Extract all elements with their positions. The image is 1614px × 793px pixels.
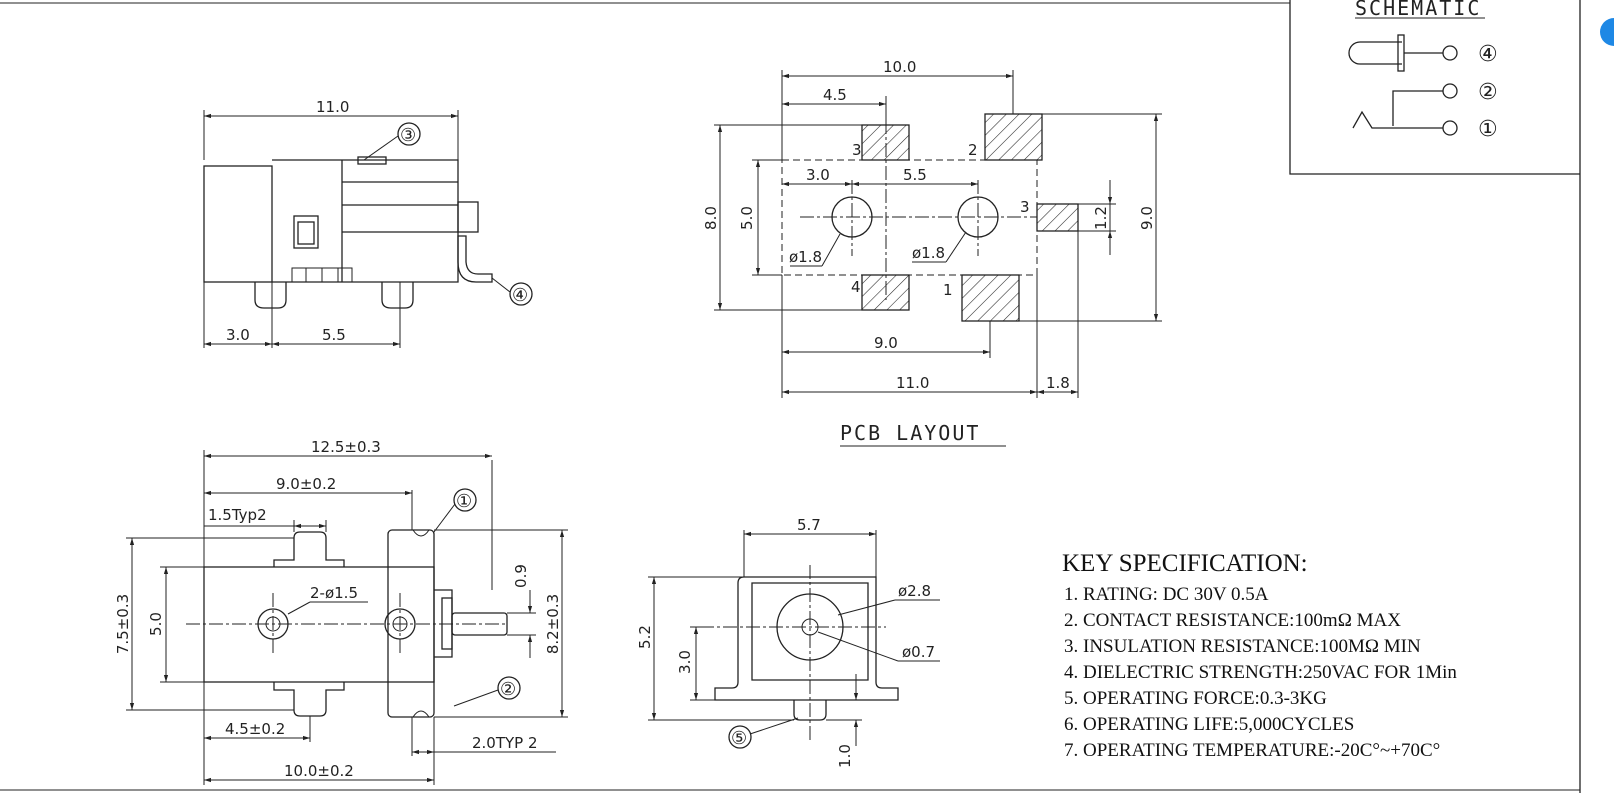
key-specification: KEY SPECIFICATION: 1. RATING: DC 30V 0.5…: [1062, 550, 1457, 761]
side-view-dim-diameter-2-8: ø2.8: [898, 582, 931, 600]
bottom-view-callout-2: ②: [500, 679, 516, 700]
edge-marker-icon: [1600, 18, 1614, 46]
schematic-pin-4-label: ④: [1478, 42, 1498, 67]
bottom-view-dim-2-0typ: 2.0TYP 2: [472, 734, 538, 752]
pcb-dim-1-8: 1.8: [1046, 374, 1070, 392]
pcb-dim-3-0: 3.0: [806, 166, 830, 184]
bottom-view-dim-1-5typ: 1.5Typ2: [208, 506, 267, 524]
bottom-view-dim-4-5: 4.5±0.2: [225, 720, 285, 738]
key-spec-item-7: 7. OPERATING TEMPERATURE:-20C°~+70C°: [1064, 740, 1440, 761]
bottom-view-hole-diameter: 2-ø1.5: [310, 584, 358, 602]
top-view-callout-3: ③: [400, 125, 416, 146]
side-view-dim-5-2: 5.2: [636, 625, 654, 649]
top-view-dim-width: 11.0: [316, 98, 349, 116]
pcb-dim-9-0-horizontal: 9.0: [874, 334, 898, 352]
top-view-dim-3-0: 3.0: [226, 326, 250, 344]
top-view-dim-5-5: 5.5: [322, 326, 346, 344]
key-spec-item-3: 3. INSULATION RESISTANCE:100MΩ MIN: [1064, 636, 1421, 657]
top-view: ③ ④ 11.0 3.0 5.5: [203, 98, 533, 348]
side-view: ⑤ 5.7 ø2.8 ø0.7 5.2 3.0 1.0: [636, 516, 940, 768]
pcb-hole-diameter-right: ø1.8: [912, 244, 945, 262]
pcb-dim-5-5: 5.5: [903, 166, 927, 184]
pcb-pad-number-3a: 3: [852, 141, 862, 159]
pcb-dim-5-0: 5.0: [738, 206, 756, 230]
key-spec-item-5: 5. OPERATING FORCE:0.3-3KG: [1064, 688, 1327, 709]
key-spec-title: KEY SPECIFICATION:: [1062, 550, 1308, 577]
pcb-dim-4-5: 4.5: [823, 86, 847, 104]
bottom-view: 2-ø1.5 12.5±0.3 9.0±0.2 1.5Typ2 ① ② 7.5±…: [114, 438, 568, 785]
pcb-dim-8-0: 8.0: [702, 206, 720, 230]
pcb-dim-11-0: 11.0: [896, 374, 929, 392]
side-view-dim-1-0: 1.0: [836, 744, 854, 768]
pcb-dim-10-0: 10.0: [883, 58, 916, 76]
pcb-dim-1-2: 1.2: [1092, 206, 1110, 230]
pcb-pad-number-3b: 3: [1020, 198, 1030, 216]
side-view-dim-5-7: 5.7: [797, 516, 821, 534]
side-view-callout-5: ⑤: [731, 728, 747, 749]
key-spec-item-1: 1. RATING: DC 30V 0.5A: [1064, 584, 1269, 605]
bottom-view-dim-7-5: 7.5±0.3: [114, 594, 132, 654]
side-view-dim-diameter-0-7: ø0.7: [902, 643, 935, 661]
key-spec-item-2: 2. CONTACT RESISTANCE:100mΩ MAX: [1064, 610, 1401, 631]
schematic-title: SCHEMATIC: [1355, 0, 1481, 20]
pcb-layout-title: PCB LAYOUT: [840, 421, 980, 445]
bottom-view-dim-8-2: 8.2±0.3: [544, 594, 562, 654]
pcb-layout: 3 2 3 4 1 10.0 4.5 3.0 5.5 8.0 5.0 ø1.8 …: [702, 58, 1162, 447]
key-spec-item-4: 4. DIELECTRIC STRENGTH:250VAC FOR 1Min: [1064, 662, 1457, 683]
schematic-pin-2-label: ②: [1478, 80, 1498, 105]
pcb-pad-number-1: 1: [943, 281, 953, 299]
top-view-callout-4: ④: [512, 285, 528, 306]
bottom-view-dim-0-9: 0.9: [512, 564, 530, 588]
pcb-pad-number-4: 4: [851, 278, 861, 296]
bottom-view-dim-5-0: 5.0: [147, 612, 165, 636]
bottom-view-dim-10-0: 10.0±0.2: [284, 762, 354, 780]
schematic-box: SCHEMATIC ④ ② ①: [1289, 0, 1580, 175]
key-spec-item-6: 6. OPERATING LIFE:5,000CYCLES: [1064, 714, 1354, 735]
side-view-dim-3-0: 3.0: [676, 650, 694, 674]
pcb-hole-diameter-left: ø1.8: [789, 248, 822, 266]
bottom-view-dim-12-5: 12.5±0.3: [311, 438, 381, 456]
pcb-dim-9-0-vertical: 9.0: [1138, 206, 1156, 230]
bottom-view-callout-1: ①: [456, 491, 472, 512]
bottom-view-dim-9-0: 9.0±0.2: [276, 475, 336, 493]
pcb-pad-number-2: 2: [968, 141, 978, 159]
schematic-pin-1-label: ①: [1478, 117, 1498, 142]
